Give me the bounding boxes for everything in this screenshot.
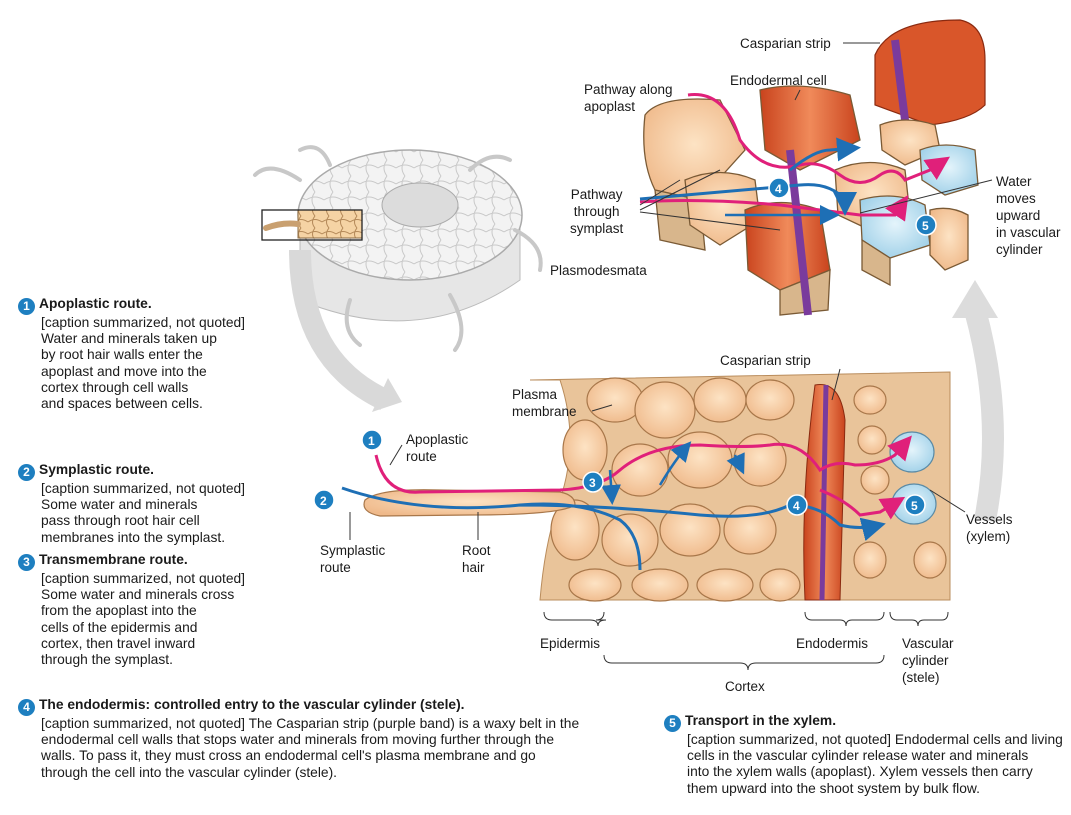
region-brackets [543,611,949,671]
step-badge-2: 2 [18,464,35,481]
svg-text:4: 4 [775,182,782,196]
zoom-arrow [289,249,390,410]
label-epidermis: Epidermis [540,636,601,651]
step-badge-1: 1 [18,298,35,315]
svg-text:2: 2 [320,494,327,508]
label-vessels-xylem: Vessels(xylem) [966,512,1013,544]
label-casparian-strip-top: Casparian strip [740,36,831,51]
svg-text:5: 5 [922,219,929,233]
diagram-step-badges: 1 2 3 4 5 4 5 [313,177,937,516]
apoplastic-route-path [374,435,912,494]
svg-text:4: 4 [793,499,800,513]
label-casparian-strip-mid: Casparian strip [720,353,811,368]
label-endodermis: Endodermis [796,636,869,651]
svg-text:3: 3 [589,476,596,490]
root-cross-section [253,145,543,352]
svg-text:5: 5 [911,499,918,513]
top-apoplast-path [687,93,950,184]
svg-text:1: 1 [368,434,375,448]
leader-lines [349,42,993,540]
label-cortex: Cortex [725,679,765,694]
root-tissue-diagram [363,371,951,602]
step-badge-3: 3 [18,554,35,571]
upward-arrow [964,307,1004,523]
label-plasmodesmata: Plasmodesmata [550,263,647,278]
label-endodermal-cell: Endodermal cell [730,73,827,88]
step-badge-5: 5 [664,715,681,732]
zoom-box [261,209,363,241]
step-badge-4: 4 [18,699,35,716]
symplastic-route-path [341,486,880,571]
